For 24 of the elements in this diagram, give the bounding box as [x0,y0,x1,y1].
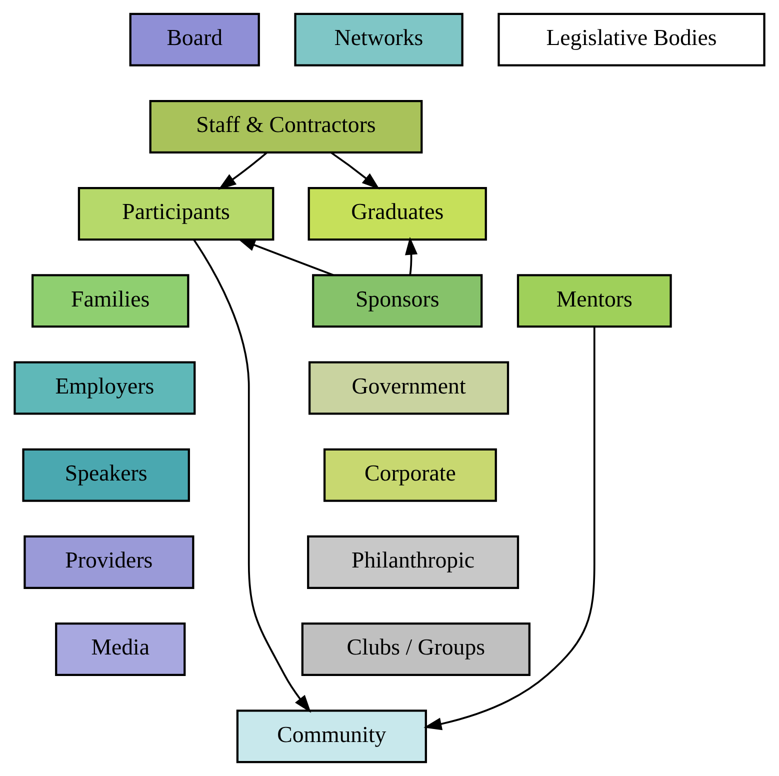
node-box: Networks [294,12,464,66]
node-box: Corporate [323,448,497,502]
node-box: Sponsors [312,274,483,328]
node-box: Legislative Bodies [498,12,766,66]
arrow [404,236,418,275]
node-box: Participants [78,187,274,241]
node-box: Board [129,12,260,66]
node-box: Graduates [308,187,487,241]
node-box: Employers [14,361,196,415]
arrow [218,152,268,190]
node-box: Staff & Contractors [149,100,423,154]
node-box: Philanthropic [307,535,520,589]
node-box: Mentors [516,274,672,328]
node-box: Government [308,361,510,415]
arrow [237,238,334,276]
node-box: Community [236,710,427,764]
arrow [193,239,312,713]
node-box: Families [32,274,190,328]
node-box: Providers [24,535,194,589]
node-box: Media [55,622,186,676]
node-box: Clubs / Groups [301,622,530,676]
node-box: Speakers [22,448,190,502]
arrow [330,152,380,190]
arrow [424,326,596,730]
